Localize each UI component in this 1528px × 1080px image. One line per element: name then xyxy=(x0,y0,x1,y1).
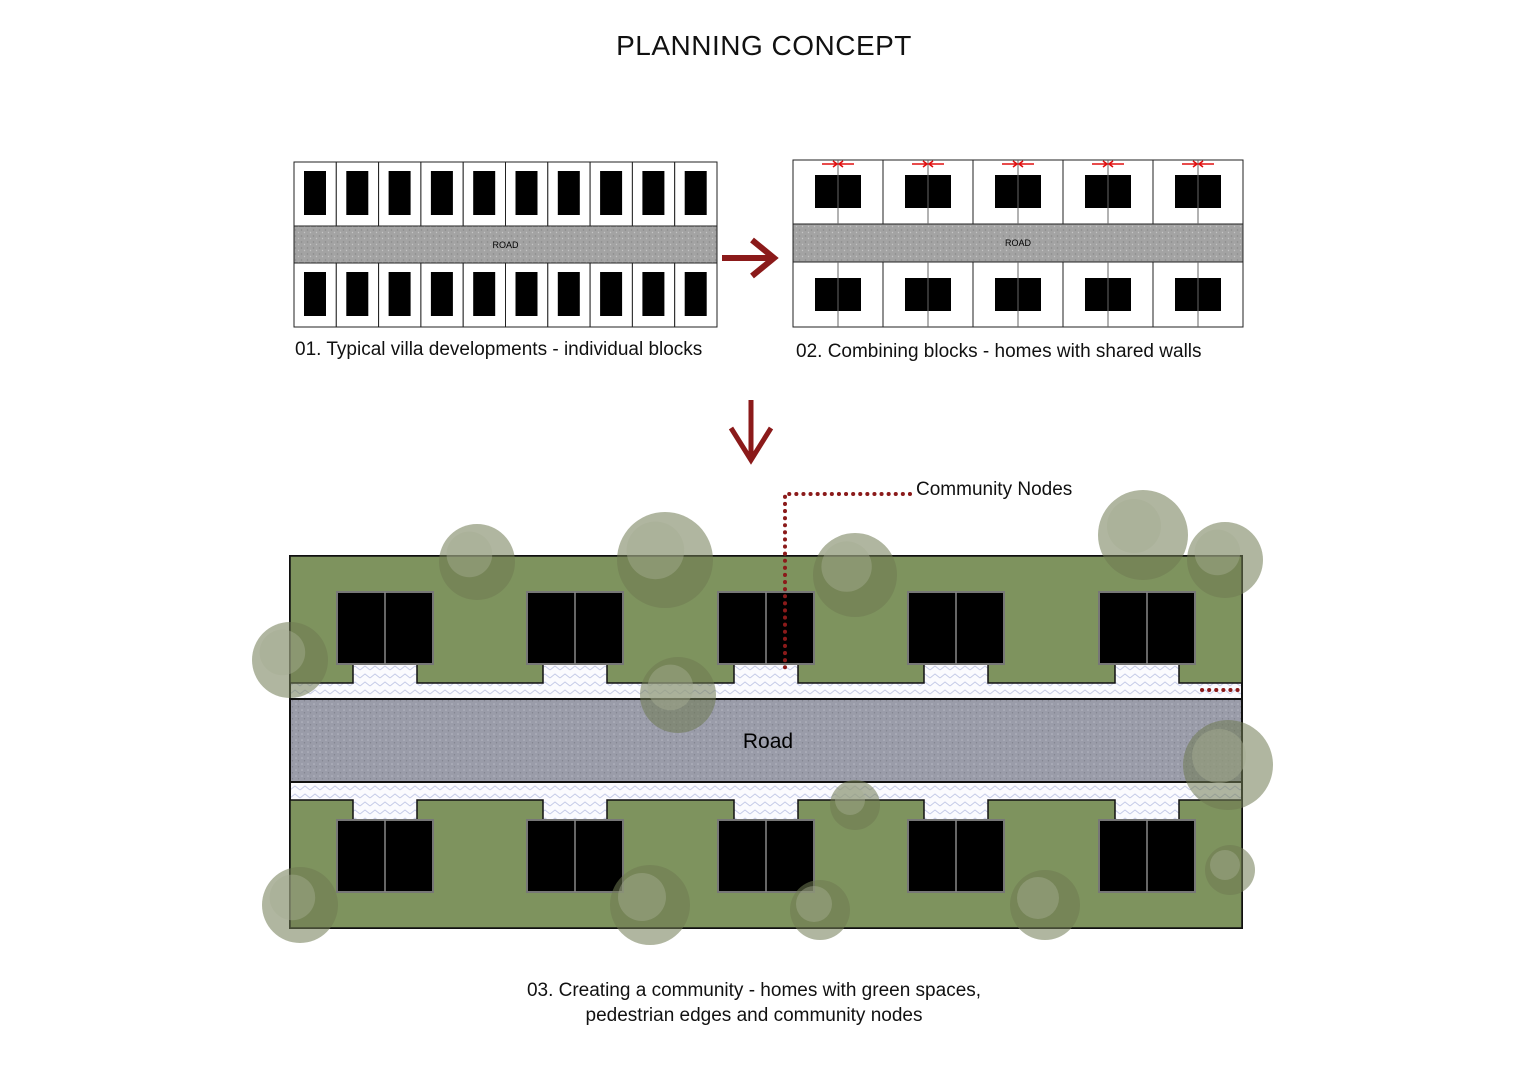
villa-block xyxy=(642,171,665,215)
villa-block xyxy=(684,272,707,316)
tree-canopy-highlight xyxy=(647,664,694,711)
villa-block xyxy=(557,272,580,316)
tree-canopy-highlight xyxy=(626,521,685,580)
villa-block xyxy=(430,171,453,215)
tree-icon xyxy=(813,533,897,617)
road-label: ROAD xyxy=(492,240,519,250)
tree-canopy-highlight xyxy=(269,874,316,921)
diagram-combined-blocks: ROAD xyxy=(792,159,1244,328)
community-nodes-label: Community Nodes xyxy=(916,479,1073,500)
tree-icon xyxy=(262,867,338,943)
tree-canopy-highlight xyxy=(1194,529,1241,576)
tree-icon xyxy=(640,657,716,733)
villa-block xyxy=(684,171,707,215)
villa-block xyxy=(388,171,411,215)
arrow-down-icon xyxy=(728,400,774,465)
tree-canopy-highlight xyxy=(835,785,865,815)
tree-icon xyxy=(439,524,515,600)
dimension-arrows-icon xyxy=(822,160,854,168)
tree-canopy-highlight xyxy=(1017,877,1059,919)
caption-typical-villas: 01. Typical villa developments - individ… xyxy=(295,339,703,360)
villa-block xyxy=(515,171,538,215)
tree-canopy-highlight xyxy=(259,629,306,676)
tree-icon xyxy=(830,780,880,830)
villa-block xyxy=(473,171,496,215)
villa-block xyxy=(388,272,411,316)
arrow-right-icon xyxy=(722,237,779,279)
villa-block xyxy=(430,272,453,316)
community-node-path xyxy=(783,492,912,674)
tree-canopy-highlight xyxy=(446,531,493,578)
road xyxy=(293,225,718,264)
tree-icon xyxy=(610,865,690,945)
tree-icon xyxy=(1010,870,1080,940)
dimension-arrows-icon xyxy=(1002,160,1034,168)
tree-icon xyxy=(1205,845,1255,895)
diagram-typical-villas: ROAD xyxy=(293,161,718,328)
tree-canopy-highlight xyxy=(821,541,872,592)
villa-block xyxy=(600,171,623,215)
road-label: Road xyxy=(743,730,793,753)
page-title: PLANNING CONCEPT xyxy=(616,30,912,61)
villa-block xyxy=(304,272,326,316)
caption-combining-blocks: 02. Combining blocks - homes with shared… xyxy=(796,341,1202,362)
caption-community: 03. Creating a community - homes with gr… xyxy=(354,978,1154,1028)
diagram-community: Road xyxy=(252,490,1273,945)
tree-icon xyxy=(1098,490,1188,580)
caption-line-2: pedestrian edges and community nodes xyxy=(585,1005,923,1026)
villa-block xyxy=(346,171,369,215)
villa-block xyxy=(346,272,369,316)
tree-canopy-highlight xyxy=(1192,729,1246,783)
dimension-arrows-icon xyxy=(912,160,944,168)
villa-block xyxy=(557,171,580,215)
caption-line-1: 03. Creating a community - homes with gr… xyxy=(526,980,982,1001)
tree-canopy-highlight xyxy=(796,886,832,922)
tree-icon xyxy=(1187,522,1263,598)
tree-icon xyxy=(617,512,713,608)
tree-canopy-highlight xyxy=(618,873,666,921)
villa-block xyxy=(473,272,496,316)
dimension-arrows-icon xyxy=(1092,160,1124,168)
villa-block xyxy=(304,171,326,215)
villa-block xyxy=(642,272,665,316)
road xyxy=(792,223,1244,263)
tree-canopy-highlight xyxy=(1107,499,1161,553)
tree-icon xyxy=(1183,720,1273,810)
tree-icon xyxy=(790,880,850,940)
road-label: ROAD xyxy=(1005,238,1032,248)
tree-icon xyxy=(252,622,328,698)
road xyxy=(289,698,1243,783)
dimension-arrows-icon xyxy=(1182,160,1214,168)
tree-canopy-highlight xyxy=(1210,850,1240,880)
villa-block xyxy=(600,272,623,316)
villa-block xyxy=(515,272,538,316)
